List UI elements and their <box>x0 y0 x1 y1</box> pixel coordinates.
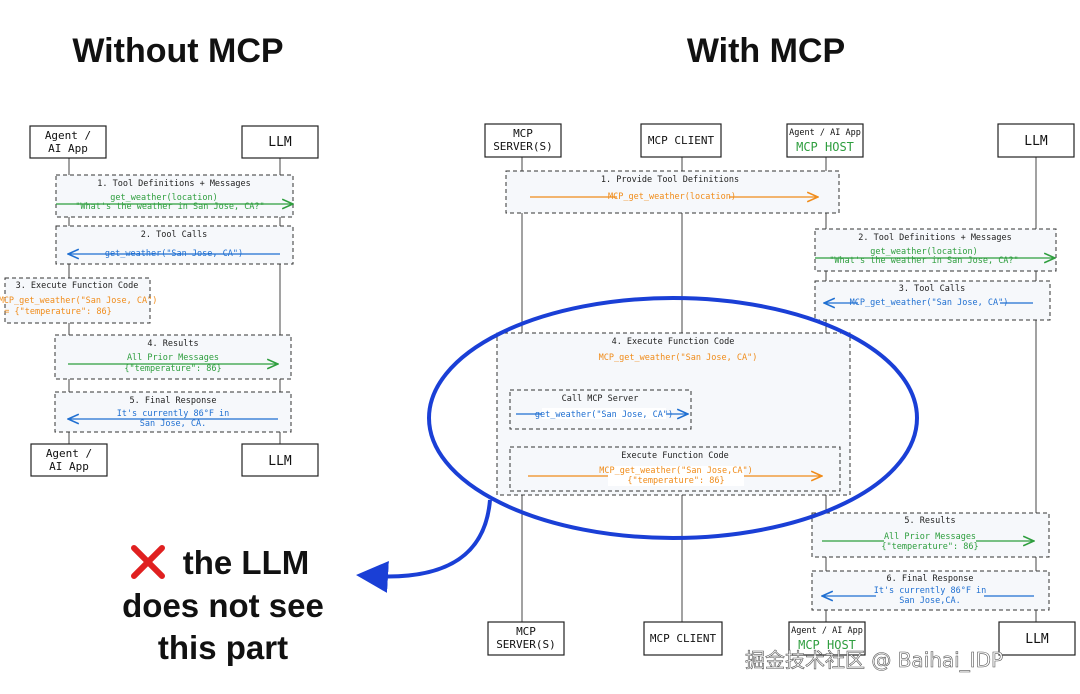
left-step-4 <box>54 334 292 380</box>
server-label-2: SERVER(S) <box>493 140 553 153</box>
llm-box-top-right <box>997 123 1075 158</box>
cross-icon <box>131 545 165 579</box>
client-box-bottom <box>643 621 723 656</box>
left-step-1 <box>55 174 294 218</box>
llm-box-top <box>241 125 319 159</box>
left-step-5-msg-1: It's currently 86°F in <box>117 409 230 419</box>
left-step-5-msg-2: San Jose, CA. <box>140 419 207 429</box>
left-step-2 <box>55 225 294 265</box>
agent-label-2-bottom: AI App <box>49 460 89 473</box>
right-step-6-title: 6. Final Response <box>887 574 974 584</box>
left-step-4-msg-1: All Prior Messages <box>127 353 219 363</box>
server-label-1: MCP <box>513 127 533 140</box>
agent-label-1: Agent / <box>45 129 91 142</box>
llm-box-bottom-right <box>998 621 1076 656</box>
title-without-mcp: Without MCP <box>72 32 283 70</box>
host-box-bottom <box>788 621 866 656</box>
host-label-2-bottom: MCP HOST <box>798 638 856 652</box>
left-step-2-msg-1: get_weather("San Jose, CA") <box>105 249 243 259</box>
execute-function-title: Execute Function Code <box>621 451 728 461</box>
server-label-1-bottom: MCP <box>516 625 536 638</box>
agent-label-1-bottom: Agent / <box>46 447 92 460</box>
llm-label: LLM <box>268 135 292 150</box>
host-box-top <box>786 123 864 158</box>
execute-function-box <box>509 446 841 492</box>
left-step-3-title: 3. Execute Function Code <box>16 281 139 291</box>
highlight-arrow <box>356 499 492 593</box>
client-box-top <box>640 123 722 158</box>
right-step-1-msg-1: MCP_get_weather(location) <box>608 192 736 202</box>
agent-box-top <box>29 125 107 159</box>
note-line-2: does not see <box>122 587 324 624</box>
left-step-1-msg-1: get_weather(location) <box>110 193 217 203</box>
call-mcp-server-title: Call MCP Server <box>562 394 639 404</box>
right-step-2-msg-2: "What's the weather in San Jose, CA?" <box>829 256 1018 266</box>
highlight-ellipse <box>427 296 919 540</box>
agent-box-bottom <box>30 443 108 477</box>
left-step-1-msg-2: "What's the weather in San Jose, CA?" <box>75 202 264 212</box>
left-step-4-msg-2: {"temperature": 86} <box>124 364 221 374</box>
host-label-1: Agent / AI App <box>789 128 861 138</box>
call-mcp-server-box <box>509 389 692 430</box>
left-step-5 <box>54 391 292 433</box>
watermark: 掘金技术社区 @ Baihai_IDP <box>745 648 1003 672</box>
server-box-bottom <box>487 621 565 656</box>
right-step-2-title: 2. Tool Definitions + Messages <box>858 233 1012 243</box>
right-step-5-msg-2: {"temperature": 86} <box>881 542 978 552</box>
left-step-3 <box>4 277 151 324</box>
execute-function-msg-1: MCP_get_weather("San Jose,CA") <box>599 466 753 476</box>
right-step-3-title: 3. Tool Calls <box>899 284 966 294</box>
left-step-2-title: 2. Tool Calls <box>141 230 208 240</box>
right-step-2-msg-1: get_weather(location) <box>870 247 977 257</box>
left-diagram: Agent / AI App LLM 1. Tool Definitions +… <box>0 125 319 477</box>
right-step-3-msg-1: MCP_get_weather("San Jose, CA") <box>850 298 1009 308</box>
left-step-1-title: 1. Tool Definitions + Messages <box>97 179 251 189</box>
right-step-6-msg-1: It's currently 86°F in <box>874 586 987 596</box>
server-label-2-bottom: SERVER(S) <box>496 638 556 651</box>
note-line-1: the LLM <box>183 544 309 581</box>
left-step-5-title: 5. Final Response <box>130 396 217 406</box>
server-box-top <box>484 123 562 158</box>
llm-label-bottom: LLM <box>268 454 292 469</box>
client-label-bottom: MCP CLIENT <box>650 632 717 645</box>
execute-function-msg-2: {"temperature": 86} <box>627 476 724 486</box>
right-step-6-msg-2: San Jose,CA. <box>899 596 960 606</box>
llm-label-right: LLM <box>1024 134 1048 149</box>
left-step-3-msg-1: MCP_get_weather("San Jose, CA") <box>0 296 157 306</box>
right-step-2 <box>814 228 1057 272</box>
llm-label-right-bottom: LLM <box>1025 632 1049 647</box>
agent-label-2: AI App <box>48 142 88 155</box>
llm-box-bottom <box>241 443 319 477</box>
hidden-note: the LLM does not see this part <box>122 544 324 666</box>
left-step-4-title: 4. Results <box>147 339 198 349</box>
right-step-4-msg-1: MCP_get_weather("San Jose, CA") <box>599 353 758 363</box>
client-label: MCP CLIENT <box>648 134 715 147</box>
left-step-3-msg-2: = {"temperature": 86} <box>4 307 111 317</box>
host-label-1-bottom: Agent / AI App <box>791 626 863 636</box>
right-step-5-msg-1: All Prior Messages <box>884 532 976 542</box>
right-step-4-title: 4. Execute Function Code <box>612 337 735 347</box>
title-with-mcp: With MCP <box>687 32 845 70</box>
call-mcp-server-msg: get_weather("San Jose, CA") <box>535 410 673 420</box>
right-step-5-title: 5. Results <box>904 516 955 526</box>
right-step-1-title: 1. Provide Tool Definitions <box>601 175 739 185</box>
note-line-3: this part <box>158 629 288 666</box>
host-label-2: MCP HOST <box>796 140 854 154</box>
right-diagram: MCP SERVER(S) MCP CLIENT Agent / AI App … <box>484 123 1076 656</box>
